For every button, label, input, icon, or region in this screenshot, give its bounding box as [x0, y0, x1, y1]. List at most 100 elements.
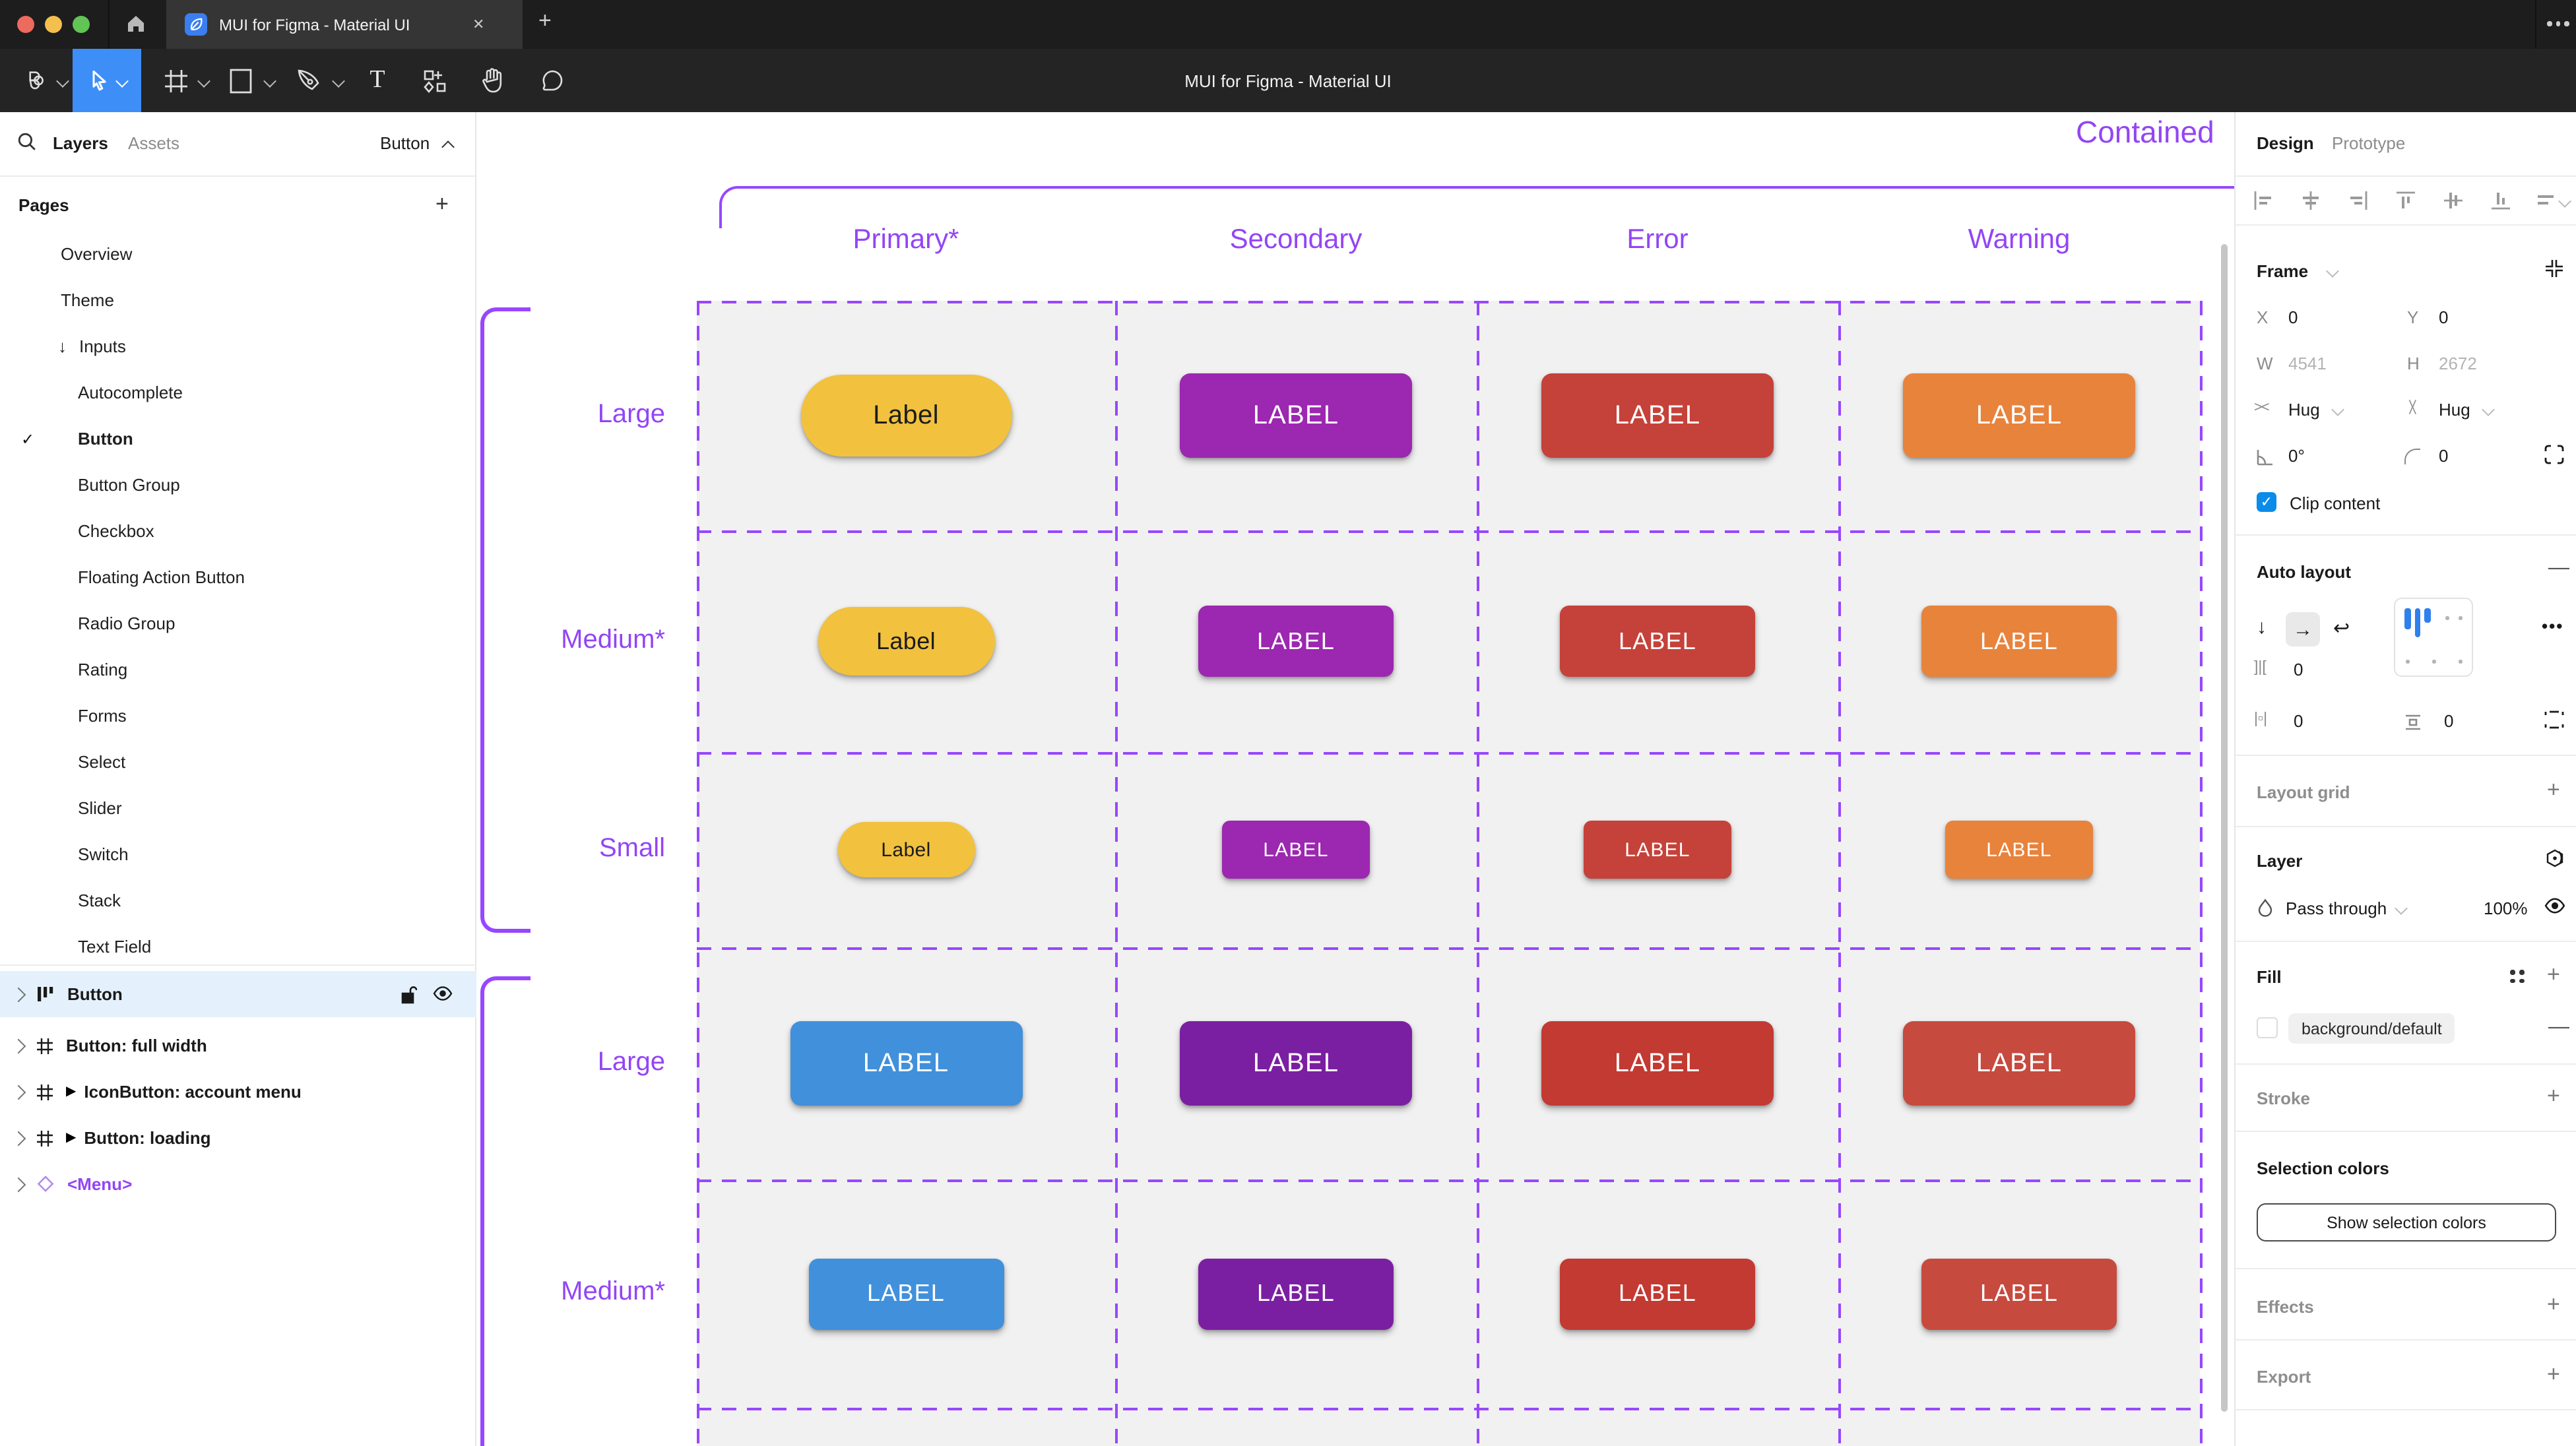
blend-mode-icon[interactable] — [2544, 848, 2565, 869]
auto-layout-horizontal-icon[interactable]: → — [2286, 612, 2320, 646]
comment-tool-icon[interactable] — [534, 49, 569, 112]
button-variant-error-small[interactable]: LABEL — [1584, 821, 1731, 879]
remove-auto-layout-icon[interactable]: — — [2548, 557, 2569, 579]
fill-color-swatch[interactable] — [2257, 1017, 2278, 1038]
move-tool-button[interactable] — [73, 49, 141, 112]
chevron-down-icon[interactable] — [2395, 902, 2408, 915]
button-variant-error-large[interactable]: LABEL — [1541, 373, 1774, 458]
page-item-stack[interactable]: Stack — [78, 891, 121, 910]
align-v-center-icon[interactable] — [2443, 190, 2464, 211]
section-export[interactable]: Export — [2257, 1367, 2311, 1387]
canvas[interactable]: Contained Primary* Secondary Error Warni… — [476, 112, 2234, 1446]
page-item-text-field[interactable]: Text Field — [78, 937, 152, 957]
add-export-icon[interactable]: + — [2547, 1362, 2560, 1387]
section-effects[interactable]: Effects — [2257, 1297, 2314, 1317]
show-selection-colors-button[interactable]: Show selection colors — [2257, 1203, 2556, 1242]
page-item-theme[interactable]: Theme — [61, 290, 114, 310]
button-variant-secondary-large[interactable]: LABEL — [1180, 373, 1412, 458]
add-stroke-icon[interactable]: + — [2547, 1083, 2560, 1108]
independent-padding-icon[interactable] — [2544, 710, 2564, 730]
section-layout-grid[interactable]: Layout grid — [2257, 782, 2350, 802]
window-more-icon[interactable] — [2547, 21, 2569, 26]
distribute-icon[interactable] — [2535, 190, 2556, 211]
section-frame[interactable]: Frame — [2257, 261, 2309, 281]
clip-content-checkbox[interactable]: ✓ — [2257, 492, 2276, 512]
button-variant-secondary-small[interactable]: LABEL — [1222, 821, 1370, 879]
button-variant-primary-medium[interactable]: Label — [818, 607, 994, 676]
align-top-icon[interactable] — [2395, 190, 2416, 211]
remove-fill-icon[interactable]: — — [2548, 1016, 2569, 1038]
opacity-value[interactable]: 100% — [2484, 898, 2528, 918]
page-item-slider[interactable]: Slider — [78, 798, 122, 818]
page-item-select[interactable]: Select — [78, 752, 126, 772]
page-item-button[interactable]: ✓Button — [21, 429, 133, 449]
auto-layout-alignment-widget[interactable] — [2394, 598, 2473, 677]
section-fill[interactable]: Fill — [2257, 967, 2282, 987]
horizontal-padding-value[interactable]: 0 — [2294, 711, 2303, 731]
button-variant-warning-small[interactable]: LABEL — [1945, 821, 2093, 879]
independent-corners-icon[interactable] — [2544, 445, 2564, 464]
button-variant-warning-medium-2[interactable]: LABEL — [1921, 1258, 2117, 1329]
home-icon[interactable] — [124, 12, 148, 36]
vertical-padding-value[interactable]: 0 — [2444, 711, 2454, 731]
tab-design[interactable]: Design — [2257, 133, 2314, 153]
button-variant-primary-small[interactable]: Label — [837, 822, 975, 877]
button-variant-warning-large-2[interactable]: LABEL — [1903, 1021, 2135, 1106]
frame-tool-icon[interactable] — [161, 49, 190, 112]
layer-row-button[interactable]: Button — [0, 971, 476, 1017]
auto-layout-vertical-icon[interactable]: ↓ — [2257, 616, 2267, 639]
visibility-eye-icon[interactable] — [433, 985, 453, 1003]
button-variant-warning-large[interactable]: LABEL — [1903, 373, 2135, 458]
layer-row-menu-instance[interactable]: <Menu> — [0, 1161, 476, 1207]
section-auto-layout[interactable]: Auto layout — [2257, 562, 2351, 582]
text-tool-icon[interactable]: T — [370, 66, 385, 94]
expand-chevron-icon[interactable] — [11, 986, 26, 1002]
frame-type-chevron-icon[interactable] — [2326, 265, 2339, 278]
add-layout-grid-icon[interactable]: + — [2547, 777, 2560, 802]
layer-visibility-eye-icon[interactable] — [2544, 897, 2565, 914]
gap-value[interactable]: 0 — [2294, 660, 2303, 679]
fill-styles-icon[interactable] — [2510, 970, 2525, 983]
distribute-chevron-icon[interactable] — [2558, 195, 2571, 208]
h-value[interactable]: 2672 — [2439, 354, 2477, 373]
layer-row-button-full-width[interactable]: Button: full width — [0, 1022, 476, 1069]
page-item-checkbox[interactable]: Checkbox — [78, 521, 154, 541]
tab-prototype[interactable]: Prototype — [2332, 133, 2406, 153]
window-minimize-button[interactable] — [45, 15, 62, 32]
page-item-button-group[interactable]: Button Group — [78, 475, 180, 495]
button-variant-primary-large[interactable]: Label — [800, 375, 1012, 456]
auto-layout-more-icon[interactable]: ••• — [2542, 616, 2564, 636]
add-effect-icon[interactable]: + — [2547, 1292, 2560, 1317]
page-item-forms[interactable]: Forms — [78, 706, 127, 726]
page-item-inputs[interactable]: ↓Inputs — [58, 336, 126, 356]
shape-tool-icon[interactable] — [224, 49, 256, 112]
tab-close-icon[interactable]: ✕ — [472, 17, 485, 33]
page-item-overview[interactable]: Overview — [61, 244, 133, 264]
align-bottom-icon[interactable] — [2490, 190, 2511, 211]
section-layer[interactable]: Layer — [2257, 851, 2303, 871]
blend-mode-value[interactable]: Pass through — [2286, 898, 2387, 918]
button-variant-error-medium[interactable]: LABEL — [1560, 606, 1755, 677]
button-variant-secondary-large-2[interactable]: LABEL — [1180, 1021, 1412, 1106]
collapse-panel-icon[interactable] — [2544, 259, 2564, 278]
frame-title[interactable]: Contained — [2076, 115, 2214, 149]
page-item-switch[interactable]: Switch — [78, 844, 129, 864]
canvas-scrollbar[interactable] — [2221, 244, 2228, 1412]
w-value[interactable]: 4541 — [2288, 354, 2327, 373]
button-variant-secondary-medium-2[interactable]: LABEL — [1198, 1258, 1394, 1329]
layer-row-iconbutton-account-menu[interactable]: ▶ IconButton: account menu — [0, 1069, 476, 1115]
search-icon[interactable] — [17, 132, 37, 152]
tab-layers[interactable]: Layers — [53, 133, 108, 153]
button-variant-primary-large-2[interactable]: LABEL — [790, 1021, 1022, 1106]
hand-tool-icon[interactable] — [475, 49, 509, 112]
chevron-down-icon[interactable] — [2331, 403, 2344, 416]
align-left-icon[interactable] — [2253, 190, 2274, 211]
add-fill-icon[interactable]: + — [2547, 962, 2560, 987]
chevron-down-icon[interactable] — [2482, 403, 2495, 416]
add-page-button[interactable]: + — [435, 191, 449, 216]
button-variant-secondary-medium[interactable]: LABEL — [1198, 606, 1394, 677]
window-zoom-button[interactable] — [73, 15, 90, 32]
page-item-radio-group[interactable]: Radio Group — [78, 613, 176, 633]
button-variant-primary-medium-2[interactable]: LABEL — [808, 1258, 1004, 1329]
auto-layout-wrap-icon[interactable]: ↩ — [2333, 617, 2350, 640]
